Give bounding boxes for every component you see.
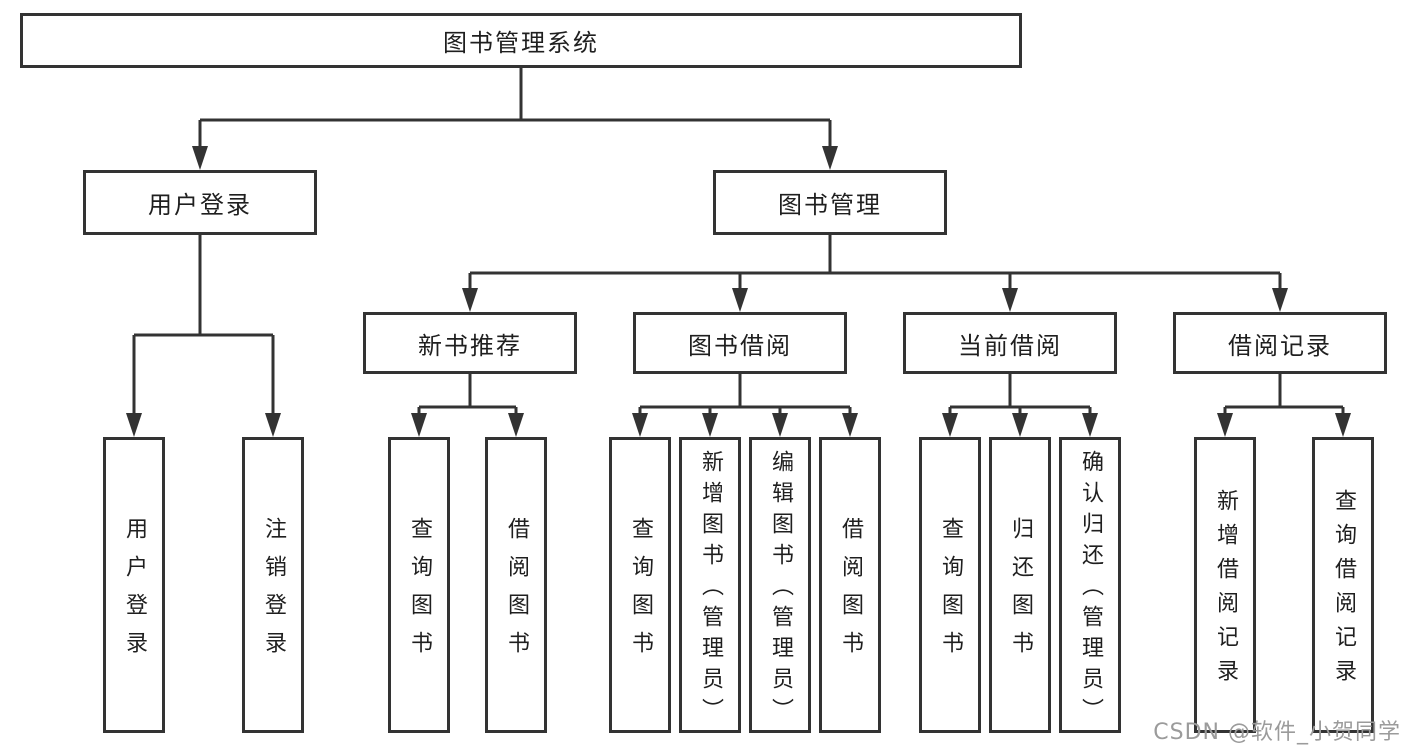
leaf-return-books-label: 归还图书	[1008, 517, 1033, 669]
leaf-query-books-current: 查询图书	[919, 437, 981, 733]
leaf-return-books: 归还图书	[989, 437, 1051, 733]
leaf-logout: 注销登录	[242, 437, 304, 733]
node-book-management-label: 图书管理	[778, 191, 882, 219]
node-root-label: 图书管理系统	[443, 29, 599, 57]
leaf-user-login-label: 用户登录	[122, 517, 147, 669]
node-book-borrowing-label: 图书借阅	[688, 331, 792, 360]
leaf-query-books-borrowing-label: 查询图书	[628, 517, 653, 669]
leaf-confirm-return-admin: 确认归还（管理员）	[1059, 437, 1121, 733]
leaf-logout-label: 注销登录	[261, 517, 286, 669]
leaf-query-books-recommend: 查询图书	[388, 437, 450, 733]
leaf-edit-book-admin-label: 编辑图书（管理员）	[768, 450, 793, 729]
leaf-query-books-recommend-label: 查询图书	[407, 517, 432, 669]
leaf-query-borrow-record-label: 查询借阅记录	[1331, 489, 1356, 693]
leaf-edit-book-admin: 编辑图书（管理员）	[749, 437, 811, 733]
leaf-borrow-books-recommend-label: 借阅图书	[504, 517, 529, 669]
leaf-user-login: 用户登录	[103, 437, 165, 733]
leaf-query-borrow-record: 查询借阅记录	[1312, 437, 1374, 733]
node-new-book-recommend: 新书推荐	[363, 312, 577, 374]
leaf-query-books-current-label: 查询图书	[938, 517, 963, 669]
node-current-borrowing: 当前借阅	[903, 312, 1117, 374]
node-borrowing-records: 借阅记录	[1173, 312, 1387, 374]
node-borrowing-records-label: 借阅记录	[1228, 331, 1332, 360]
leaf-borrow-books-label: 借阅图书	[838, 517, 863, 669]
node-current-borrowing-label: 当前借阅	[958, 331, 1062, 360]
leaf-borrow-books: 借阅图书	[819, 437, 881, 733]
node-user-login: 用户登录	[83, 170, 317, 235]
leaf-borrow-books-recommend: 借阅图书	[485, 437, 547, 733]
node-book-management: 图书管理	[713, 170, 947, 235]
leaf-query-books-borrowing: 查询图书	[609, 437, 671, 733]
leaf-add-borrow-record: 新增借阅记录	[1194, 437, 1256, 733]
leaf-confirm-return-admin-label: 确认归还（管理员）	[1078, 450, 1103, 729]
csdn-watermark: CSDN @软件_小贺同学	[1153, 720, 1401, 745]
leaf-add-borrow-record-label: 新增借阅记录	[1213, 489, 1238, 693]
leaf-add-book-admin-label: 新增图书（管理员）	[698, 450, 723, 729]
leaf-add-book-admin: 新增图书（管理员）	[679, 437, 741, 733]
node-book-borrowing: 图书借阅	[633, 312, 847, 374]
node-new-book-recommend-label: 新书推荐	[418, 331, 522, 360]
node-root: 图书管理系统	[20, 13, 1022, 68]
node-user-login-label: 用户登录	[148, 191, 252, 219]
